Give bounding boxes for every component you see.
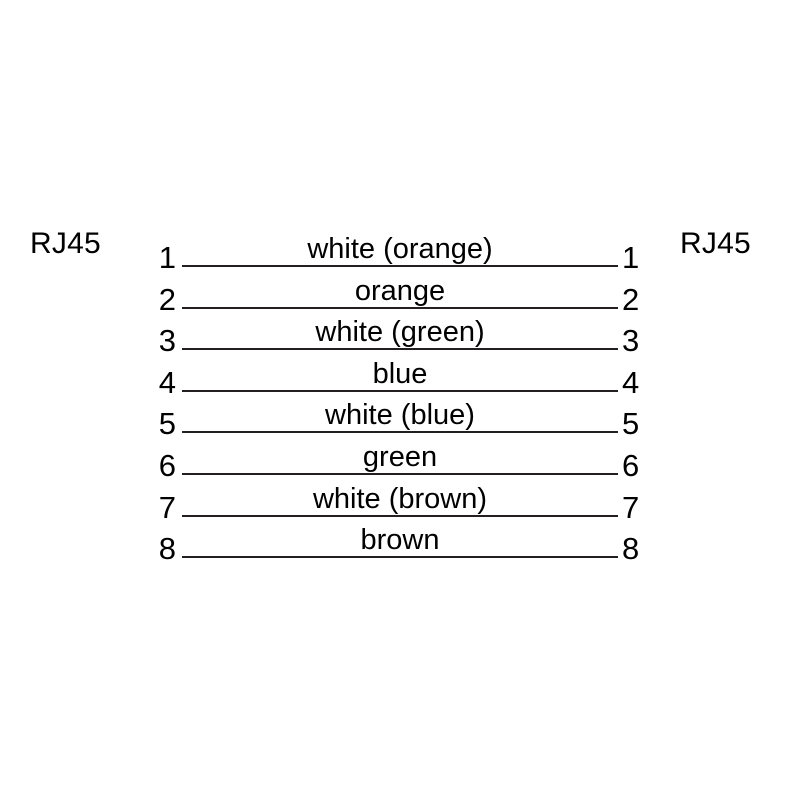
wire-label: brown [360, 524, 440, 557]
right-pin-number: 7 [622, 489, 640, 525]
wire-row: 1 white (orange) 1 [0, 231, 800, 275]
wire-line [182, 389, 618, 392]
wire-label: white (orange) [307, 233, 493, 265]
wire-line [182, 431, 618, 434]
wire-line [182, 514, 618, 517]
right-pin-number: 8 [622, 531, 640, 567]
left-pin-number: 4 [158, 364, 176, 400]
left-pin-number: 6 [158, 448, 176, 483]
wire-row: 4 blue 4 [0, 356, 800, 398]
wire-row: 7 white (brown) 7 [0, 481, 800, 523]
wire-label: white (brown) [312, 482, 488, 515]
right-pin-number: 3 [622, 323, 640, 359]
left-pin-number: 8 [158, 531, 176, 567]
left-pin-number: 7 [158, 489, 176, 525]
right-pin-number: 6 [622, 448, 640, 483]
right-pin-number: 4 [622, 364, 640, 400]
wire-line [182, 348, 618, 351]
wire-label: blue [372, 357, 428, 390]
wire-line [182, 556, 618, 559]
right-pin-number: 2 [622, 281, 640, 317]
wire-row: 5 white (blue) 5 [0, 397, 800, 442]
wire-line [182, 306, 618, 309]
wire-row: 2 orange 2 [0, 273, 800, 315]
right-pin-number: 1 [622, 240, 640, 275]
right-pin-number: 5 [622, 406, 640, 442]
wire-row: 6 green 6 [0, 439, 800, 483]
wire-label: white (green) [315, 316, 485, 349]
wire-row: 8 brown 8 [0, 522, 800, 567]
right-connector-label: RJ45 [680, 227, 751, 260]
wire-row: 3 white (green) 3 [0, 314, 800, 359]
wire-label: green [362, 441, 438, 473]
wire-line [182, 473, 618, 475]
left-connector-label: RJ45 [30, 227, 101, 260]
left-pin-number: 1 [158, 240, 176, 275]
left-pin-number: 5 [158, 406, 176, 442]
left-pin-number: 3 [158, 323, 176, 359]
wire-label: white (blue) [325, 399, 475, 432]
wire-line [182, 265, 618, 267]
wire-label: orange [354, 274, 446, 307]
left-pin-number: 2 [158, 281, 176, 317]
